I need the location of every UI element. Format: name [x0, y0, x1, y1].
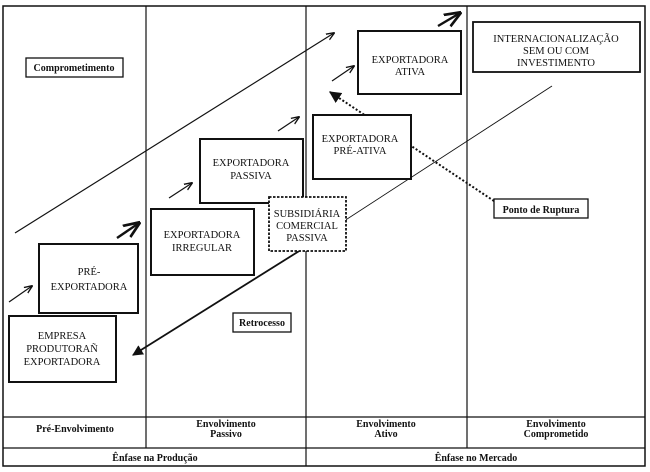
label-internacionalizacao-line-2: SEM OU COM	[523, 46, 590, 57]
box-pre-exportadora: PRÉ- EXPORTADORA	[38, 243, 139, 314]
label-internacionalizacao-line-1: INTERNACIONALIZAÇÃO	[493, 33, 619, 45]
label-comprometimento-line-1: Comprometimento	[34, 63, 115, 74]
emphasis-labels: Ênfase na Produção Ênfase no Mercado	[112, 452, 517, 464]
box-ponto-de-ruptura: Ponto de Ruptura	[493, 198, 589, 219]
label-pre-exportadora: PRÉ- EXPORTADORA	[51, 266, 128, 293]
label-ativa-line-1: EXPORTADORA	[372, 55, 449, 66]
label-empresa-line-2: PRODUTORAÑ	[26, 343, 98, 355]
label-pre-ativa-line-1: EXPORTADORA	[322, 134, 399, 145]
label-internacionalizacao-line-3: INVESTIMENTO	[517, 58, 595, 69]
stage-label-pre-envolvimento: Pré-Envolvimento	[36, 424, 114, 435]
label-ponto-de-ruptura: Ponto de Ruptura	[503, 205, 580, 216]
stage-label-envolvimento-passivo-line-2: Passivo	[210, 429, 242, 440]
step-arrow-1	[8, 286, 32, 303]
label-irregular-line-1: EXPORTADORA	[164, 230, 241, 241]
label-pre-ativa-line-2: PRÉ-ATIVA	[334, 145, 387, 157]
label-subsidiaria-line-2: COMERCIAL	[276, 221, 338, 232]
label-ponto-de-ruptura-line-1: Ponto de Ruptura	[503, 205, 580, 216]
box-passiva: EXPORTADORA PASSIVA	[199, 138, 304, 204]
label-empresa-line-1: EMPRESA	[38, 331, 87, 342]
step-arrow-2	[116, 223, 139, 239]
stage-label-envolvimento-ativo-line-1: Envolvimento	[356, 419, 415, 430]
step-arrow-5	[331, 66, 354, 82]
label-subsidiaria-line-1: SUBSIDIÁRIA	[274, 208, 341, 220]
label-irregular: EXPORTADORA IRREGULAR	[164, 230, 241, 254]
label-retrocesso-line-1: Retrocesso	[239, 318, 285, 329]
label-pre-exportadora-line-2: EXPORTADORA	[51, 282, 128, 293]
ruptura-dotted-arrow	[329, 91, 495, 202]
stage-label-envolvimento-comprometido-line-1: Envolvimento	[526, 419, 585, 430]
stage-label-pre-envolvimento-line-1: Pré-Envolvimento	[36, 424, 114, 435]
label-subsidiaria-line-3: PASSIVA	[286, 233, 328, 244]
box-irregular: EXPORTADORA IRREGULAR	[150, 208, 255, 276]
long-progress-arrow	[14, 33, 334, 234]
box-retrocesso: Retrocesso	[232, 312, 292, 333]
label-passiva: EXPORTADORA PASSIVA	[213, 158, 290, 182]
stage-label-envolvimento-comprometido-line-2: Comprometido	[524, 429, 589, 440]
label-passiva-line-1: EXPORTADORA	[213, 158, 290, 169]
label-irregular-line-2: IRREGULAR	[172, 243, 232, 254]
box-comprometimento: Comprometimento	[25, 57, 124, 78]
step-arrow-3	[168, 183, 192, 199]
label-passiva-line-2: PASSIVA	[230, 171, 272, 182]
label-pre-exportadora-line-1: PRÉ-	[78, 266, 101, 278]
retrocesso-arrow	[132, 247, 305, 356]
stage-label-envolvimento-ativo-line-2: Ativo	[374, 429, 397, 440]
label-comprometimento: Comprometimento	[34, 63, 115, 74]
label-retrocesso: Retrocesso	[239, 318, 285, 329]
step-arrow-6	[437, 13, 460, 26]
step-arrow-4	[277, 117, 299, 132]
stage-label-envolvimento-passivo-line-1: Envolvimento	[196, 419, 255, 430]
emphasis-production: Ênfase na Produção	[112, 452, 197, 464]
grid-frame	[2, 5, 646, 467]
label-empresa-line-3: EXPORTADORA	[24, 357, 101, 368]
label-ativa-line-2: ATIVA	[395, 67, 426, 78]
emphasis-market: Ênfase no Mercado	[435, 452, 518, 464]
